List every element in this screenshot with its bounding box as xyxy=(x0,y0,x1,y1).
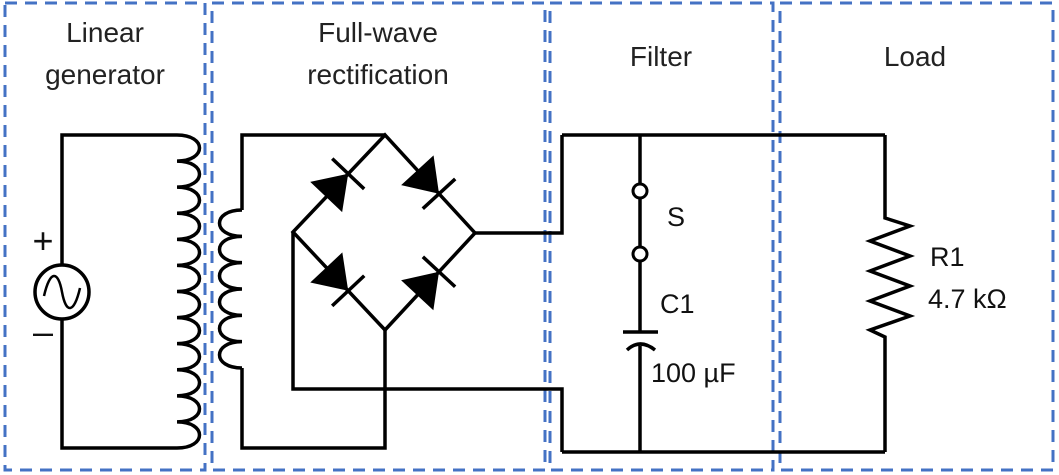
section-filter xyxy=(548,1,775,472)
diode-cathode-bar xyxy=(330,274,366,308)
resistor-label: R1 xyxy=(930,242,965,272)
diode-icon xyxy=(401,155,439,194)
filter-circuit: S C1 100 µF xyxy=(562,133,885,454)
switch-label: S xyxy=(667,202,685,232)
switch-contact-icon xyxy=(631,182,649,200)
bridge-rectifier xyxy=(217,132,564,452)
ac-source-loop: + – xyxy=(32,133,202,450)
diode-cathode-bar xyxy=(421,255,457,289)
resistor-icon xyxy=(865,135,916,452)
diode-icon xyxy=(310,173,349,213)
section-full-wave-rectification xyxy=(210,1,547,472)
section-title-line: Linear xyxy=(66,17,144,48)
primary-coil-icon xyxy=(176,133,202,450)
diode-cathode-bar xyxy=(331,157,366,191)
section-title: Load xyxy=(884,41,946,72)
section-load xyxy=(778,1,1055,472)
resistor-value: 4.7 kΩ xyxy=(928,284,1007,314)
section-title-line: rectification xyxy=(307,59,449,90)
load-circuit: R1 4.7 kΩ xyxy=(865,135,1007,452)
capacitor-label: C1 xyxy=(660,289,695,319)
capacitor-curved-plate-icon xyxy=(625,342,657,352)
minus-sign: – xyxy=(33,311,53,352)
secondary-coil-icon xyxy=(217,208,243,370)
section-linear-generator xyxy=(3,1,207,472)
switch-contact-icon xyxy=(631,245,649,263)
diode-icon xyxy=(310,252,349,291)
section-title-line: generator xyxy=(45,59,165,90)
section-title-line: Full-wave xyxy=(318,17,438,48)
ac-source-icon xyxy=(33,263,91,321)
diode-cathode-bar xyxy=(421,177,457,210)
capacitor-value: 100 µF xyxy=(651,358,736,388)
plus-sign: + xyxy=(32,220,53,261)
diode-icon xyxy=(401,271,439,311)
section-title: Filter xyxy=(630,41,692,72)
